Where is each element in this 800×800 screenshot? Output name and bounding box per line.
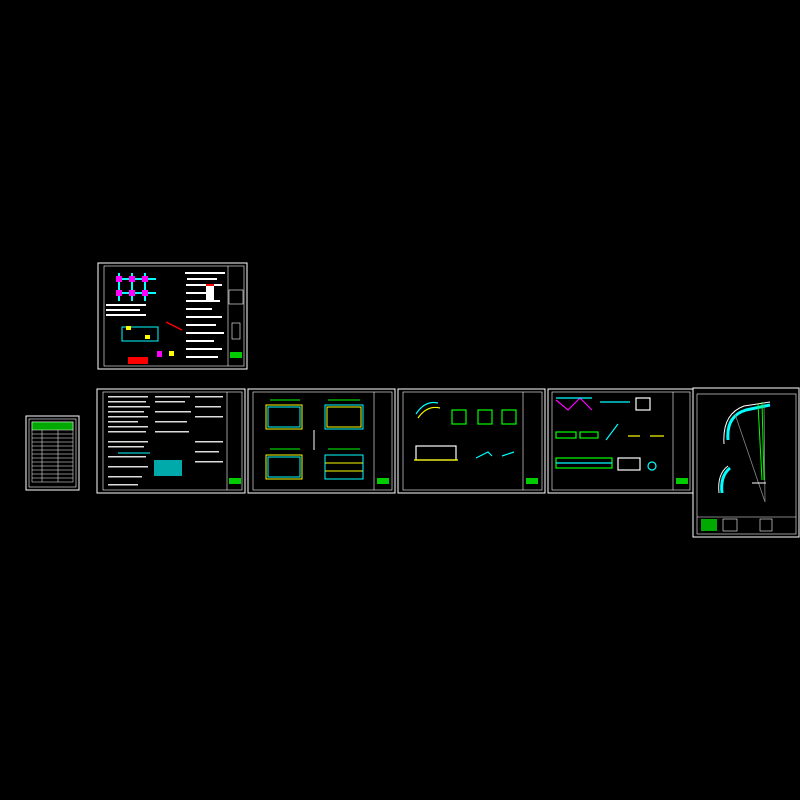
plan-views [265, 399, 364, 480]
sheet-inner-border [28, 418, 77, 488]
title-block [227, 266, 244, 366]
drawing-sheet-elevations[interactable] [397, 388, 546, 494]
canopy-curve-drawing [718, 401, 771, 503]
sheet-border [97, 262, 248, 370]
pile-cap-plan [121, 321, 183, 364]
title-block [697, 516, 796, 532]
sheet-inner-border [402, 391, 543, 491]
sheet-inner-border [696, 393, 797, 535]
notes-table-highlight [154, 460, 182, 476]
detail-drawings [555, 397, 664, 471]
sheet-inner-border [252, 391, 393, 491]
sheet-border [397, 388, 546, 494]
drawing-sheet-canopy-section[interactable] [692, 387, 800, 538]
sheet-border [96, 388, 246, 494]
sheet-border [692, 387, 800, 538]
section-details [414, 401, 517, 461]
sheet-border [25, 415, 80, 491]
column-grid-plan [116, 273, 156, 301]
drawing-sheet-details[interactable] [547, 388, 694, 494]
title-block-stamp [229, 478, 241, 484]
sheet-inner-border [103, 265, 245, 367]
notes-text-block [108, 396, 223, 486]
drawing-sheet-foundation[interactable] [97, 262, 248, 370]
sheet-inner-border [102, 391, 243, 491]
notes-text-block [106, 272, 225, 358]
title-block-stamp [526, 478, 538, 484]
schedule-table [31, 421, 74, 483]
drawing-sheet-plans[interactable] [247, 388, 396, 494]
sheet-border [247, 388, 396, 494]
title-block-stamp [377, 478, 389, 484]
drawing-sheet-schedule[interactable] [25, 415, 80, 491]
title-block-stamp [676, 478, 688, 484]
drawing-sheet-general-notes[interactable] [96, 388, 246, 494]
sheet-inner-border [551, 391, 691, 491]
